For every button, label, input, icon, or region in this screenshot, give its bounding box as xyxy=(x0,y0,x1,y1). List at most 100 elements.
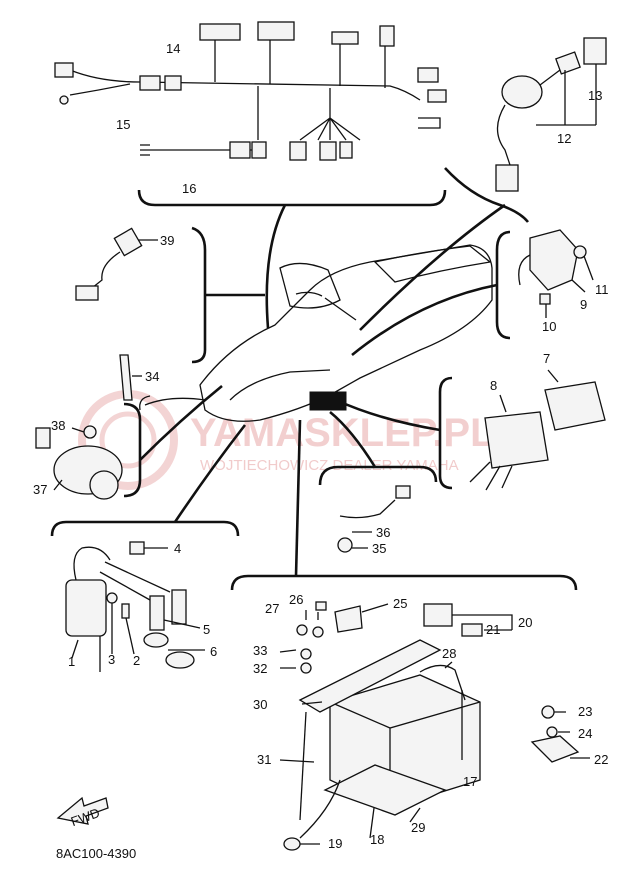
switch-stem xyxy=(539,69,561,86)
sensor-leaders xyxy=(352,531,372,549)
thermo-switch xyxy=(337,537,353,553)
relay-bracket xyxy=(495,230,511,340)
rectifier-bracket xyxy=(438,376,453,490)
plug-lead-1 xyxy=(104,561,171,593)
switch-cap xyxy=(583,37,607,65)
callout-27: 27 xyxy=(265,601,279,616)
bolt-icon xyxy=(121,603,130,619)
relay-leaders xyxy=(545,255,594,318)
connector-icon xyxy=(164,75,182,91)
callout-32: 32 xyxy=(253,661,267,676)
kill-switch-assembly xyxy=(75,227,158,401)
callout-37: 37 xyxy=(33,482,47,497)
sub-harness-15 xyxy=(69,83,131,96)
diagram-code: 8AC100-4390 xyxy=(56,846,136,861)
callout-2: 2 xyxy=(133,653,140,668)
callout-leader-12 xyxy=(536,64,597,126)
starter-relay-25 xyxy=(334,605,363,633)
section-brackets xyxy=(50,167,578,591)
callout-38: 38 xyxy=(51,418,65,433)
connector-icon xyxy=(229,141,251,159)
harness-fan xyxy=(299,117,361,141)
spark-plug-cap xyxy=(171,589,187,625)
kill-switch xyxy=(113,227,143,257)
callout-3: 3 xyxy=(108,652,115,667)
battery-pad xyxy=(323,764,447,816)
ignition-bracket xyxy=(50,520,240,537)
snowmobile-seat xyxy=(373,245,492,283)
callout-15: 15 xyxy=(116,117,130,132)
battery-band xyxy=(298,639,442,713)
connector-icon xyxy=(331,31,359,45)
terminal-leads xyxy=(140,144,150,156)
connector-icon xyxy=(75,285,99,301)
snowmobile-illustration xyxy=(139,244,493,422)
rectifier-leaders xyxy=(499,369,559,413)
callout-18: 18 xyxy=(370,832,384,847)
connector-icon xyxy=(339,141,353,159)
watermark-subtitle: WOJTIECHOWICZ DEALER YAMAHA xyxy=(200,457,459,474)
battery-lead xyxy=(419,664,466,701)
resistor-base xyxy=(530,735,580,763)
starter-connector xyxy=(35,427,51,449)
leader-battery xyxy=(294,419,302,577)
starter-bracket xyxy=(123,402,142,498)
ignition-leaders xyxy=(71,547,205,659)
callout-29: 29 xyxy=(411,820,425,835)
cdi-unit xyxy=(484,411,549,469)
bolt-icon xyxy=(541,705,555,719)
grommet-icon xyxy=(143,632,169,648)
callout-24: 24 xyxy=(578,726,592,741)
callout-23: 23 xyxy=(578,704,592,719)
callout-16: 16 xyxy=(182,181,196,196)
kill-switch-wire xyxy=(91,251,121,289)
leader-ignition xyxy=(173,424,247,523)
wire-harness xyxy=(54,21,447,161)
snowmobile-ski-tip xyxy=(139,395,151,411)
switch-wire xyxy=(496,104,511,166)
relay-assembly xyxy=(518,229,594,318)
leader-sensor xyxy=(329,410,377,468)
battery-rod xyxy=(299,711,307,821)
connector-icon xyxy=(257,21,295,41)
callout-25: 25 xyxy=(393,596,407,611)
washer-icon xyxy=(312,626,324,638)
callout-17: 17 xyxy=(463,774,477,789)
battery-location xyxy=(309,391,347,411)
snowmobile-handlebar xyxy=(295,291,357,321)
leader-starter xyxy=(139,384,223,461)
callout-21: 21 xyxy=(486,622,500,637)
callout-33: 33 xyxy=(253,643,267,658)
washer-icon xyxy=(300,662,312,674)
rectifier-regulator xyxy=(544,381,606,431)
snowmobile-body xyxy=(199,244,493,422)
hose-cap xyxy=(283,837,301,851)
battery-bracket xyxy=(230,574,578,591)
leader-harness xyxy=(265,204,287,329)
sensor-bracket xyxy=(318,465,438,486)
callout-26: 26 xyxy=(289,592,303,607)
callout-6: 6 xyxy=(210,644,217,659)
callout-30: 30 xyxy=(253,697,267,712)
rectifier-assembly xyxy=(469,369,606,491)
snowmobile-bumper xyxy=(229,369,331,401)
callout-28: 28 xyxy=(442,646,456,661)
harness-branches xyxy=(214,40,386,88)
connector-icon xyxy=(139,75,161,91)
watermark-logo-inner xyxy=(99,411,157,469)
battery-assembly xyxy=(279,601,590,851)
sensor-wire xyxy=(339,499,396,519)
fuse-cover xyxy=(461,623,483,637)
washer-icon xyxy=(106,592,118,604)
relay-wire xyxy=(518,254,531,286)
leader-main-switch xyxy=(359,203,506,331)
terminal-lead xyxy=(418,117,441,129)
connector-icon xyxy=(319,141,337,161)
fuse-icon xyxy=(315,601,327,611)
nut-icon xyxy=(573,245,587,259)
harness-drops xyxy=(257,86,331,140)
callout-22: 22 xyxy=(594,752,608,767)
starter-leaders xyxy=(53,427,85,491)
key-icon xyxy=(555,51,581,75)
